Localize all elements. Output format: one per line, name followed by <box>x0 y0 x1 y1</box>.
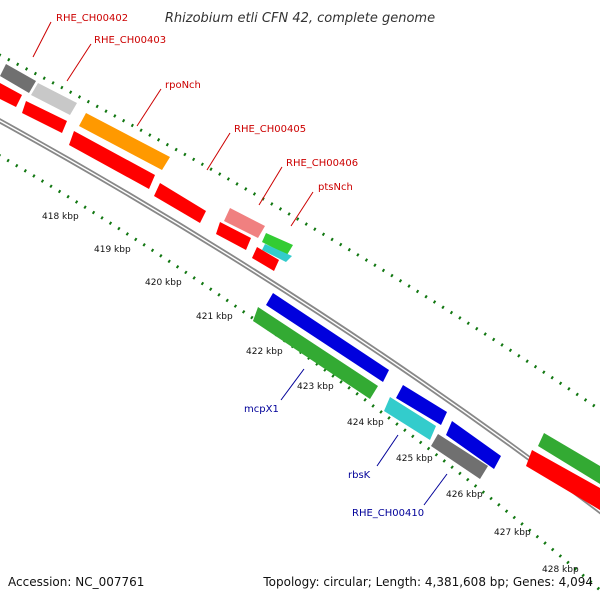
accession-text: Accession: NC_007761 <box>8 575 144 589</box>
kbp-label: 425 kbp <box>396 454 433 464</box>
gene-red-5[interactable] <box>216 222 251 250</box>
gene-track-red <box>0 83 600 510</box>
gene-blue-mcpx1[interactable] <box>396 385 447 425</box>
gene-blue-large[interactable] <box>266 293 389 382</box>
gene-rhe-ch00403[interactable] <box>31 83 77 115</box>
gene-green-large[interactable] <box>253 307 378 399</box>
gene-rhe-ch00405[interactable] <box>224 208 265 238</box>
kbp-label: 426 kbp <box>446 490 483 500</box>
gene-label-mcpx1[interactable]: mcpX1 <box>244 404 279 415</box>
gene-red-7[interactable] <box>526 450 600 510</box>
gene-rponch[interactable] <box>79 113 170 170</box>
kbp-label: 423 kbp <box>297 382 334 392</box>
gene-label-rbsk[interactable]: rbsK <box>348 470 371 481</box>
kbp-label: 419 kbp <box>94 245 131 255</box>
kbp-label: 424 kbp <box>347 418 384 428</box>
gene-track-reverse <box>253 293 600 484</box>
gene-label-rponch[interactable]: rpoNch <box>165 80 201 91</box>
gene-labels: RHE_CH00402 RHE_CH00403 rpoNch RHE_CH004… <box>56 13 424 519</box>
kbp-label: 420 kbp <box>145 278 182 288</box>
gene-track-outer-forward <box>0 64 293 262</box>
gene-label-rhe-ch00403[interactable]: RHE_CH00403 <box>94 35 166 46</box>
gene-green-right[interactable] <box>538 433 600 484</box>
tick-track-inner <box>0 154 600 592</box>
gene-ptsnch[interactable] <box>262 233 293 255</box>
gene-blue-rhe-ch00410[interactable] <box>446 421 501 469</box>
gene-label-rhe-ch00410[interactable]: RHE_CH00410 <box>352 508 424 519</box>
gene-label-rhe-ch00402[interactable]: RHE_CH00402 <box>56 13 128 24</box>
kbp-label: 418 kbp <box>42 212 79 222</box>
genome-summary-text: Topology: circular; Length: 4,381,608 bp… <box>262 575 593 589</box>
map-title: Rhizobium etli CFN 42, complete genome <box>165 11 435 26</box>
kbp-label: 428 kbp <box>542 565 579 575</box>
leader-lines <box>32 21 448 506</box>
gene-label-ptsnch[interactable]: ptsNch <box>318 182 353 193</box>
gene-red-2[interactable] <box>22 101 67 133</box>
tick-track-outer <box>0 53 600 412</box>
gene-cyan-rbsk[interactable] <box>384 397 436 440</box>
gene-rhe-ch00402[interactable] <box>0 64 36 93</box>
gene-red-4[interactable] <box>154 183 206 223</box>
kbp-labels: 418 kbp 419 kbp 420 kbp 421 kbp 422 kbp … <box>42 212 579 575</box>
gene-label-rhe-ch00406[interactable]: RHE_CH00406 <box>286 158 358 169</box>
kbp-label: 422 kbp <box>246 347 283 357</box>
gene-red-6[interactable] <box>252 247 279 271</box>
kbp-label: 427 kbp <box>494 528 531 538</box>
gene-rhe-ch00406[interactable] <box>262 244 292 262</box>
backbone <box>0 118 600 515</box>
gene-grey[interactable] <box>431 434 488 479</box>
gene-label-rhe-ch00405[interactable]: RHE_CH00405 <box>234 124 306 135</box>
kbp-label: 421 kbp <box>196 312 233 322</box>
gene-red-3[interactable] <box>69 131 155 189</box>
gene-red-1[interactable] <box>0 83 22 107</box>
